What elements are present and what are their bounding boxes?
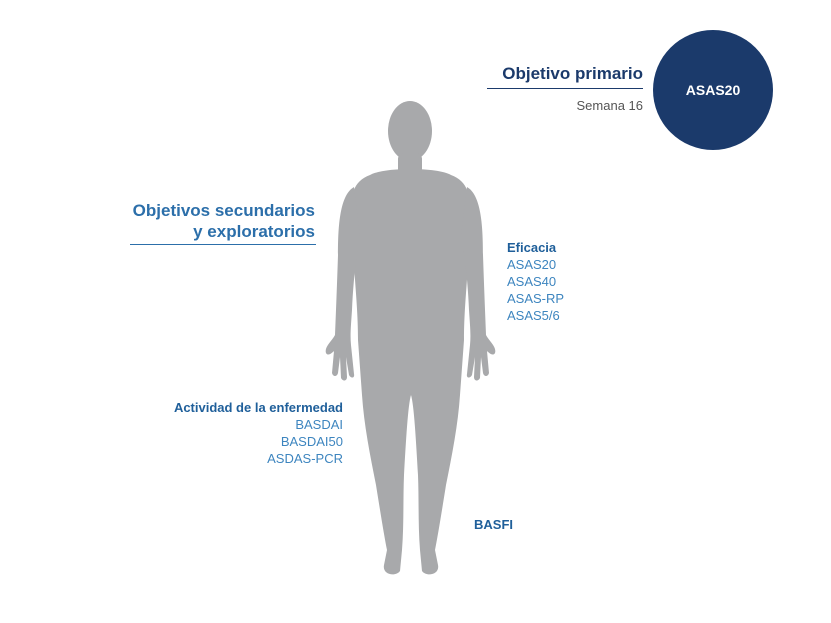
disease-activity-item: ASDAS-PCR: [267, 451, 343, 466]
efficacy-heading: Eficacia: [507, 240, 557, 255]
secondary-title-line2: y exploratorios: [193, 222, 315, 241]
secondary-objectives-divider: [130, 244, 316, 245]
disease-activity-item: BASDAI: [295, 417, 343, 432]
primary-endpoint-label: ASAS20: [685, 82, 741, 98]
primary-endpoint-circle: ASAS20: [653, 30, 773, 150]
disease-activity-heading: Actividad de la enfermedad: [173, 400, 343, 415]
efficacy-item: ASAS20: [507, 257, 557, 272]
efficacy-group: Eficacia ASAS20 ASAS40 ASAS-RP ASAS5/6: [507, 239, 564, 324]
efficacy-item: ASAS5/6: [507, 308, 560, 323]
disease-activity-group: Actividad de la enfermedad BASDAI BASDAI…: [174, 399, 343, 467]
efficacy-item: ASAS40: [507, 274, 557, 289]
primary-objective-title: Objetivo primario: [502, 64, 643, 83]
secondary-objectives-title: Objetivos secundarios y exploratorios: [133, 200, 315, 242]
disease-activity-item: BASDAI50: [280, 434, 343, 449]
secondary-title-line1: Objetivos secundarios: [132, 201, 315, 220]
human-body-silhouette: [325, 101, 496, 575]
primary-objective-week: Semana 16: [576, 98, 644, 113]
efficacy-item: ASAS-RP: [507, 291, 565, 306]
primary-objective-divider: [487, 88, 643, 89]
basfi-label: BASFI: [474, 517, 513, 532]
